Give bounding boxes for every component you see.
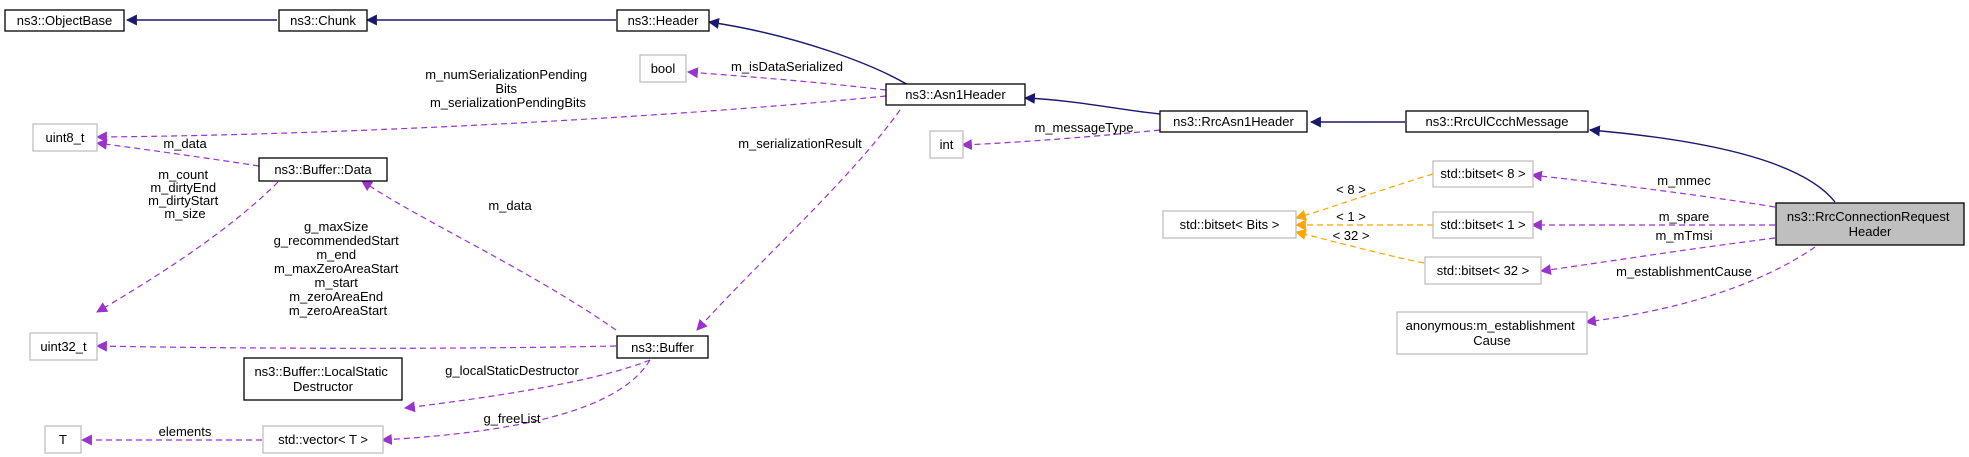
- nodes: ns3::ObjectBase ns3::Chunk ns3::Header b…: [4, 9, 1965, 454]
- member-edge-local-static-destructor: [403, 359, 651, 413]
- svg-text:ns3::Buffer: ns3::Buffer: [631, 340, 694, 355]
- edge-label-spare: m_spare: [1659, 209, 1710, 224]
- svg-text:std::bitset< 1 >: std::bitset< 1 >: [1440, 217, 1525, 232]
- svg-text:anonymous:m_establishment: anonymous:m_establishment Cause: [1406, 318, 1579, 348]
- node-uint32-t: uint32_t: [29, 332, 98, 361]
- svg-text:bool: bool: [651, 61, 676, 76]
- member-edge-buffer-m-data: [361, 180, 617, 331]
- edge-label-mmec: m_mmec: [1657, 173, 1711, 188]
- edge-label-message-type: m_messageType: [1035, 120, 1134, 135]
- svg-text:ns3::RrcAsn1Header: ns3::RrcAsn1Header: [1173, 114, 1294, 129]
- node-rrc-ul-ccch-message[interactable]: ns3::RrcUlCcchMessage: [1405, 110, 1589, 133]
- svg-text:std::vector< T >: std::vector< T >: [278, 432, 368, 447]
- node-bitset-1: std::bitset< 1 >: [1432, 211, 1534, 239]
- edge-label-free-list: g_freeList: [483, 411, 540, 426]
- edge-label-establishment-cause: m_establishmentCause: [1616, 264, 1752, 279]
- edge-label-buffer-sizes: g_maxSize g_recommendedStart m_end m_max…: [274, 219, 403, 318]
- member-edge-is-data-serialized: [686, 67, 887, 91]
- svg-text:ns3::Buffer::Data: ns3::Buffer::Data: [274, 162, 372, 177]
- edge-label-template-32: < 32 >: [1333, 228, 1370, 243]
- svg-text:ns3::RrcUlCcchMessage: ns3::RrcUlCcchMessage: [1425, 114, 1568, 129]
- svg-text:ns3::Header: ns3::Header: [628, 13, 699, 28]
- svg-text:int: int: [940, 137, 954, 152]
- node-rrc-connection-request-header[interactable]: ns3::RrcConnectionRequest Header: [1775, 202, 1965, 246]
- node-bool: bool: [639, 54, 687, 83]
- node-vector-t: std::vector< T >: [262, 425, 384, 454]
- node-int: int: [929, 130, 964, 159]
- node-bitset-8: std::bitset< 8 >: [1432, 160, 1534, 188]
- svg-text:ns3::Asn1Header: ns3::Asn1Header: [905, 87, 1006, 102]
- node-chunk[interactable]: ns3::Chunk: [278, 9, 368, 32]
- svg-text:std::bitset< 32 >: std::bitset< 32 >: [1437, 263, 1530, 278]
- member-edge-buffer-sizes: [95, 340, 617, 352]
- member-edge-message-type: [960, 129, 1161, 151]
- template-edge-bitset-8: [1294, 173, 1434, 221]
- node-buffer-data[interactable]: ns3::Buffer::Data: [258, 157, 388, 182]
- inherit-edge-asn1-header: [707, 18, 923, 95]
- member-edge-mmec: [1530, 170, 1776, 208]
- edge-label-buffer-data-m-data: m_data: [163, 136, 207, 151]
- edge-label-local-static-destructor: g_localStaticDestructor: [445, 363, 579, 378]
- member-edge-serialization-result: [696, 109, 901, 331]
- edge-label-template-1: < 1 >: [1336, 209, 1366, 224]
- member-edge-serialization-pending: [95, 95, 887, 143]
- edge-label-buffer-m-data: m_data: [488, 198, 532, 213]
- template-edge-bitset-32: [1294, 229, 1425, 264]
- svg-text:uint32_t: uint32_t: [40, 339, 87, 354]
- node-uint8-t: uint8_t: [32, 123, 98, 152]
- edge-labels: m_isDataSerialized m_numSerializationPen…: [148, 59, 1752, 439]
- svg-text:ns3::RrcConnectionRequest: ns3::RrcConnectionRequest Header: [1787, 209, 1953, 239]
- node-rrc-asn1-header[interactable]: ns3::RrcAsn1Header: [1159, 110, 1308, 133]
- member-edge-mtmsi: [1539, 237, 1776, 276]
- node-buffer[interactable]: ns3::Buffer: [616, 335, 709, 359]
- node-bitset-32: std::bitset< 32 >: [1424, 256, 1542, 285]
- edge-label-serialization-result: m_serializationResult: [738, 136, 862, 151]
- svg-text:T: T: [59, 432, 67, 447]
- node-establishment-cause: anonymous:m_establishment Cause: [1396, 311, 1588, 355]
- member-edge-buffer-data-sizes: [96, 181, 279, 313]
- node-local-static-destructor[interactable]: ns3::Buffer::LocalStatic Destructor: [243, 357, 403, 401]
- node-asn1-header[interactable]: ns3::Asn1Header: [885, 83, 1026, 106]
- node-object-base[interactable]: ns3::ObjectBase: [4, 9, 125, 32]
- member-edge-establishment-cause: [1584, 246, 1816, 327]
- edge-label-buffer-data-sizes: m_count m_dirtyEnd m_dirtyStart m_size: [148, 167, 222, 221]
- member-edge-free-list: [380, 359, 651, 445]
- svg-text:ns3::Buffer::LocalStatic: ns3::Buffer::LocalStatic Destructor: [254, 364, 391, 394]
- edge-label-mtmsi: m_mTmsi: [1655, 228, 1712, 243]
- edge-label-serialization-pending: m_numSerializationPending Bits m_seriali…: [425, 67, 591, 110]
- member-edge-buffer-data-m-data: [95, 138, 260, 167]
- node-header[interactable]: ns3::Header: [616, 9, 710, 32]
- inherit-edge-request-ulccch: [1588, 125, 1836, 203]
- svg-text:ns3::ObjectBase: ns3::ObjectBase: [17, 13, 112, 28]
- edges: [80, 14, 1836, 446]
- svg-text:ns3::Chunk: ns3::Chunk: [290, 13, 356, 28]
- node-t: T: [44, 425, 82, 454]
- inherit-edge-rrcasn1-asn1: [1023, 92, 1161, 115]
- edge-label-elements: elements: [159, 424, 212, 439]
- svg-text:uint8_t: uint8_t: [45, 130, 84, 145]
- svg-text:std::bitset< Bits >: std::bitset< Bits >: [1180, 217, 1280, 232]
- node-bitset-bits: std::bitset< Bits >: [1162, 210, 1297, 239]
- edge-label-is-data-serialized: m_isDataSerialized: [731, 59, 843, 74]
- edge-label-template-8: < 8 >: [1336, 182, 1366, 197]
- svg-text:std::bitset< 8 >: std::bitset< 8 >: [1440, 166, 1525, 181]
